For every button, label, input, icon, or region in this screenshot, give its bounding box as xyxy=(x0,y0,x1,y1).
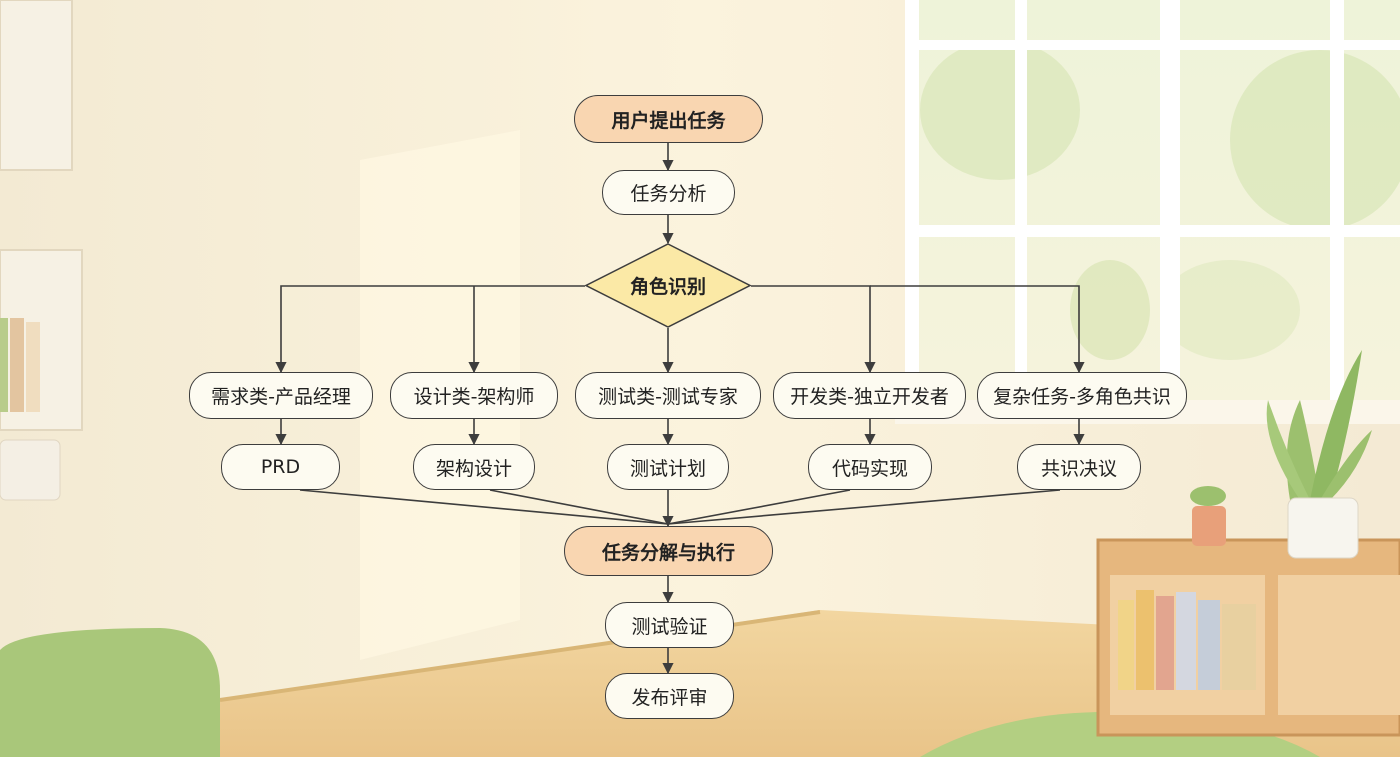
node-output-test-plan: 测试计划 xyxy=(607,444,729,490)
node-role-developer: 开发类-独立开发者 xyxy=(773,372,966,419)
wall-shelf xyxy=(0,0,83,501)
decision-label: 角色识别 xyxy=(629,276,706,298)
edge-decision-to-branch-5 xyxy=(870,285,1085,374)
node-output-consensus-resolution: 共识决议 xyxy=(1017,444,1141,490)
node-start: 用户提出任务 xyxy=(574,95,763,143)
node-role-test-expert: 测试类-测试专家 xyxy=(575,372,761,419)
node-role-architect: 设计类-架构师 xyxy=(390,372,558,419)
sofa xyxy=(0,628,220,757)
node-release: 发布评审 xyxy=(605,673,734,719)
potted-plant xyxy=(1190,350,1372,559)
edge-decision-to-branch-1 xyxy=(275,285,585,374)
edge-output-1-to-execute xyxy=(299,489,669,525)
node-verify: 测试验证 xyxy=(605,602,734,648)
node-decision: 角色识别 xyxy=(585,243,751,328)
edge-output-5-to-execute xyxy=(667,489,1061,525)
node-analysis: 任务分析 xyxy=(602,170,735,215)
node-output-code: 代码实现 xyxy=(808,444,932,490)
cabinet xyxy=(1096,538,1400,737)
node-execute: 任务分解与执行 xyxy=(564,526,773,576)
edge-output-4-to-execute xyxy=(667,489,851,525)
decision-diamond xyxy=(585,243,751,328)
node-output-prd: PRD xyxy=(221,444,340,490)
window xyxy=(895,0,1400,424)
node-role-consensus: 复杂任务-多角色共识 xyxy=(977,372,1187,419)
node-role-product-manager: 需求类-产品经理 xyxy=(189,372,373,419)
edge-decision-to-branch-4 xyxy=(751,285,876,374)
node-output-architecture-design: 架构设计 xyxy=(413,444,535,490)
edge-output-2-to-execute xyxy=(489,489,669,525)
